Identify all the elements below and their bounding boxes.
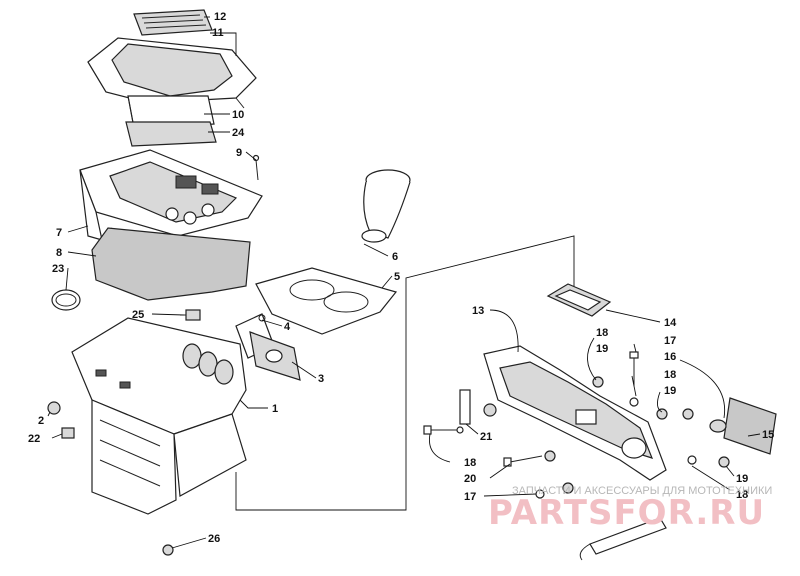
callout-18-a: 18 [596, 327, 608, 339]
callout-5: 5 [394, 271, 400, 283]
callout-1: 1 [272, 403, 278, 415]
connector-bracket [235, 235, 575, 511]
watermark-caption: ЗАПЧАСТИ И АКСЕССУАРЫ ДЛЯ МОТОТЕХНИКИ [512, 485, 772, 497]
callout-12: 12 [214, 11, 226, 23]
part-6-elbow [361, 169, 411, 243]
part-2-grommet [47, 401, 61, 415]
callout-17-a: 17 [664, 335, 676, 347]
part-lower-rod [579, 517, 667, 561]
part-5-gasket [255, 267, 398, 335]
callout-3: 3 [318, 373, 324, 385]
callout-16: 16 [664, 351, 676, 363]
callout-labels: 12 11 10 24 9 7 8 23 6 5 25 4 3 1 2 22 2… [28, 11, 774, 545]
part-11-cover [87, 37, 257, 111]
part-15-sponge [723, 397, 777, 455]
hardware [423, 351, 730, 499]
callout-10: 10 [232, 109, 244, 121]
callout-19-c: 19 [736, 473, 748, 485]
part-22-clip [61, 427, 75, 439]
callout-25: 25 [132, 309, 144, 321]
callout-26: 26 [208, 533, 220, 545]
callout-4: 4 [284, 321, 291, 333]
part-23-clamp [51, 289, 81, 311]
leader-lines [47, 16, 761, 549]
callout-23: 23 [52, 263, 64, 275]
callout-19-b: 19 [664, 385, 676, 397]
part-24-frame [125, 121, 217, 147]
callout-17-b: 17 [464, 491, 476, 503]
callout-19-a: 19 [596, 343, 608, 355]
callout-11: 11 [212, 27, 224, 39]
part-1-lower-box [71, 317, 247, 515]
callout-18-c: 18 [464, 457, 476, 469]
callout-6: 6 [392, 251, 398, 263]
part-12-grille [133, 9, 213, 36]
callout-8: 8 [56, 247, 62, 259]
watermark: ЗАПЧАСТИ И АКСЕССУАРЫ ДЛЯ МОТОТЕХНИКИ PA… [488, 485, 772, 533]
part-8-foam-pad [91, 227, 251, 301]
callout-13: 13 [472, 305, 484, 317]
callout-18-b: 18 [664, 369, 676, 381]
callout-14: 14 [664, 317, 677, 329]
part-21-plate [459, 389, 471, 425]
part-7-housing [79, 149, 263, 241]
callout-9: 9 [236, 147, 242, 159]
callout-20: 20 [464, 473, 476, 485]
part-26-drain [162, 544, 174, 556]
callout-18-d: 18 [736, 489, 748, 501]
part-3-mount [249, 331, 301, 381]
callout-22: 22 [28, 433, 40, 445]
callout-7: 7 [56, 227, 62, 239]
callout-24: 24 [232, 127, 245, 139]
callout-21: 21 [480, 431, 492, 443]
callout-2: 2 [38, 415, 44, 427]
callout-15: 15 [762, 429, 774, 441]
part-14-seal [546, 283, 612, 317]
part-13-duct [483, 345, 667, 481]
watermark-brand: PARTSFOR.RU [488, 493, 765, 533]
